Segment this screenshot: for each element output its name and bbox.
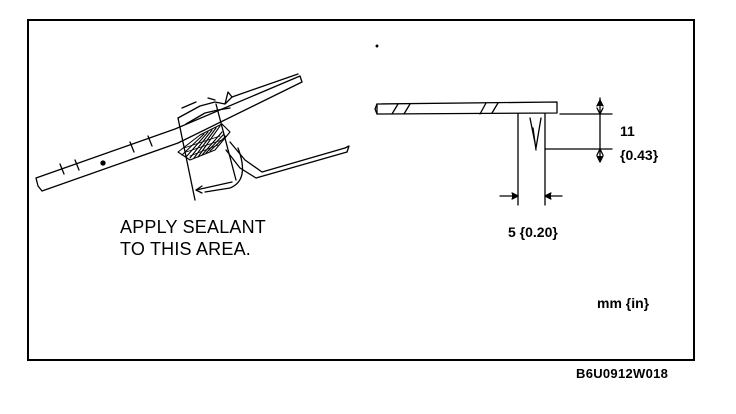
height-dimension-mm: 11 [620, 123, 635, 139]
upper-flange [177, 73, 299, 125]
figure-code: B6U0912W018 [576, 366, 669, 381]
figure-frame [27, 19, 695, 361]
height-dimension-inch: {0.43} [620, 147, 659, 163]
right-panel [225, 141, 348, 179]
lower-panel [35, 75, 303, 192]
left-panel-assembly [35, 73, 350, 201]
top-panel [376, 101, 558, 115]
sealant-instruction: APPLY SEALANT TO THIS AREA. [120, 216, 266, 260]
sealant-instruction-line1: APPLY SEALANT [120, 217, 267, 237]
width-dimension: 5 {0.20} [508, 224, 558, 240]
units-label: mm {in} [597, 295, 650, 311]
right-section [374, 97, 613, 206]
vertical-flange [517, 113, 546, 206]
sealant-instruction-line2: TO THIS AREA. [120, 239, 251, 259]
sealant-area [177, 123, 231, 161]
